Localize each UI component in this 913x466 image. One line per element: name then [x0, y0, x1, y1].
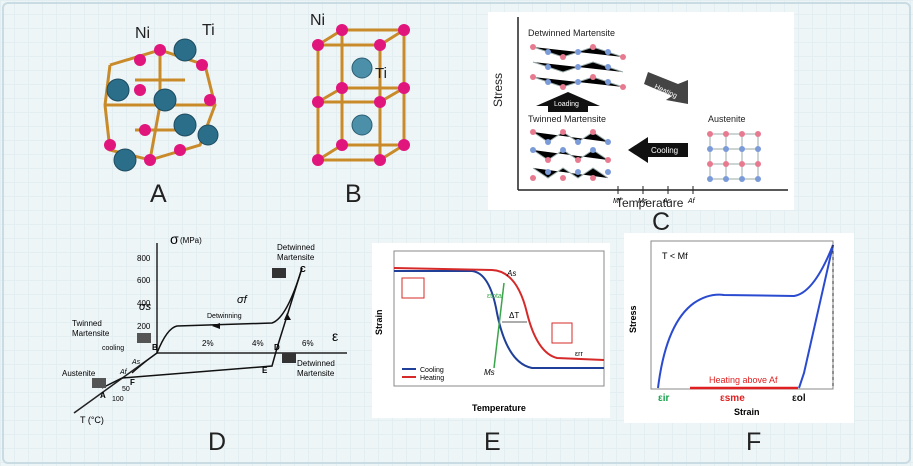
panel-e-total-arrow	[493, 282, 505, 369]
panel-d-pt-c: C	[300, 265, 306, 274]
panel-c-tick-af: Af	[687, 198, 696, 205]
panel-d-twinned-1: Twinned	[72, 319, 102, 328]
panel-d-detwinned-top-1: Detwinned	[277, 243, 315, 252]
panel-d-tick-4pct: 4%	[252, 339, 264, 348]
panel-e-eps-rr: εrr	[575, 351, 583, 358]
panel-f-eps-sme: εsme	[720, 393, 745, 404]
panel-e-as: As	[506, 269, 516, 278]
panel-d-detwinning: Detwinning	[207, 313, 242, 320]
panel-e-dt: ΔT	[509, 311, 519, 320]
panel-d-pt-b: B	[152, 343, 158, 352]
panel-b-ti-label: Ti	[375, 65, 387, 82]
panel-d-tick-2pct: 2%	[202, 339, 214, 348]
panel-d-tick-600: 600	[137, 276, 151, 285]
panel-d-tick-800: 800	[137, 254, 151, 263]
panel-c-label: C	[652, 208, 671, 236]
panel-d-af: Af	[119, 369, 128, 376]
panel-a-label: A	[150, 180, 167, 208]
panel-c-x-label: Temperature	[616, 196, 684, 210]
panel-d-unloading-curve	[121, 267, 303, 379]
panel-c-left-title: Twinned Martensite	[528, 114, 606, 124]
panel-b-crystal-structure: Ni Ti	[310, 12, 410, 166]
panel-e-legend-cooling: Cooling	[420, 367, 444, 374]
panel-d-3d-stress-strain-temp: σ (MPa) 800 600 400 200 2% 4% 6% ε T (°C…	[62, 231, 347, 425]
panel-f-loading-curve	[657, 244, 834, 389]
panel-f-cond: T < Mf	[662, 251, 688, 261]
panel-d-temp-axis: T (°C)	[80, 415, 104, 425]
panel-c-tick-ms: Ms	[638, 198, 648, 205]
panel-d-twinned-2: Martensite	[72, 329, 110, 338]
panel-d-temp-100: 100	[112, 396, 124, 403]
panel-d-austenite: Austenite	[62, 369, 96, 378]
panel-e-ms: Ms	[484, 368, 495, 377]
panel-f-unloading-curve	[798, 244, 834, 389]
panel-d-cooling: cooling	[102, 345, 124, 352]
panel-d-loading-curve	[156, 267, 303, 354]
panel-e-legend-heating: Heating	[420, 375, 444, 382]
panel-d-pt-f: F	[130, 378, 135, 387]
panel-c-top-title: Detwinned Martensite	[528, 28, 615, 38]
panel-c-cooling-label: Cooling	[651, 146, 678, 155]
panel-c-transformation-diagram: Stress Temperature Detwinned Martensite …	[488, 12, 794, 210]
panel-d-detwinned-bottom-2: Martensite	[297, 369, 335, 378]
panel-d-temp-50: 50	[122, 386, 130, 393]
panel-b-label: B	[345, 180, 362, 208]
panel-c-y-label: Stress	[491, 73, 505, 107]
panel-d-sigma-axis: σ	[170, 231, 179, 247]
panel-c-heating-arrow	[644, 72, 688, 104]
panel-e-eps-total: εtotal	[487, 293, 504, 300]
panel-c-tick-mf: Mf	[613, 198, 622, 205]
panel-c-right-title: Austenite	[708, 114, 746, 124]
panel-d-as: As	[131, 359, 141, 366]
panel-f-heating-label: Heating above Af	[709, 375, 778, 385]
panel-e-y-label: Strain	[374, 309, 384, 335]
panel-d-sigma-s: σs	[139, 301, 152, 313]
panel-d-sigma-unit: (MPa)	[180, 236, 202, 245]
panel-c-cooling-arrow	[628, 137, 688, 163]
panel-f-label: F	[746, 428, 762, 456]
panel-e-label: E	[484, 428, 501, 456]
panel-d-label: D	[208, 428, 227, 456]
panel-d-detwinned-bottom-1: Detwinned	[297, 359, 335, 368]
panel-b-ni-label: Ni	[310, 12, 325, 29]
panel-f-eps-ol: εol	[792, 393, 806, 404]
panel-f-eps-ir: εir	[658, 393, 670, 404]
panel-d-pt-e: E	[262, 366, 268, 375]
panel-d-tick-6pct: 6%	[302, 339, 314, 348]
panel-c-loading-label: Loading	[554, 101, 579, 108]
panel-d-tick-200: 200	[137, 322, 151, 331]
panel-a-crystal-structure: Ni Ti	[103, 22, 219, 172]
panel-d-epsilon: ε	[332, 328, 338, 344]
panel-c-loading-arrow	[536, 92, 600, 112]
panel-d-pt-d: D	[274, 343, 280, 352]
panel-d-sigma-f: σf	[237, 294, 248, 306]
panel-f-x-label: Strain	[734, 407, 760, 417]
panel-e-cooling-curve	[394, 270, 604, 369]
panel-d-pt-a: A	[100, 391, 106, 400]
panel-a-ni-label: Ni	[135, 25, 150, 42]
panel-d-detwinned-top-2: Martensite	[277, 253, 315, 262]
panel-a-ti-label: Ti	[202, 22, 215, 39]
panel-f-y-label: Stress	[628, 305, 638, 333]
panel-e-x-label: Temperature	[472, 403, 526, 413]
panel-f-stress-strain-chart: T < Mf Heating above Af εir εsme εol Str…	[624, 233, 854, 423]
panel-c-tick-as: As	[662, 198, 672, 205]
panel-e-strain-temperature-chart: As Ms ΔT εtotal εrr Cooling Heating Stra…	[372, 243, 610, 418]
panel-d-tick-400: 400	[137, 299, 151, 308]
panel-e-heating-curve	[393, 267, 605, 361]
